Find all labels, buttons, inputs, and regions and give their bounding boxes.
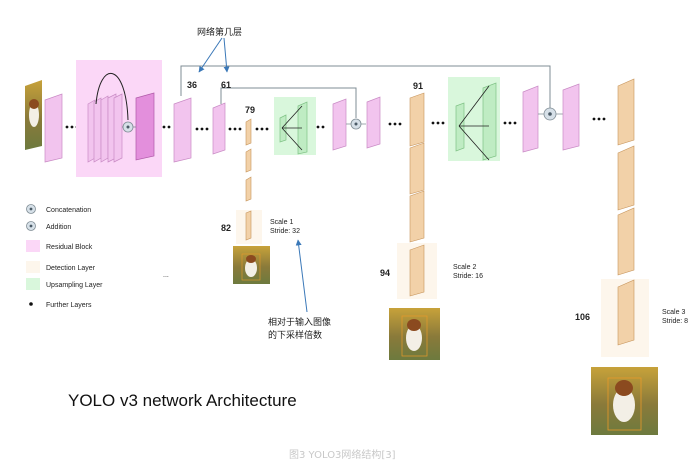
layer-num-91: 91 — [413, 81, 423, 91]
concatenation-icon — [350, 118, 362, 130]
further-dots — [316, 125, 325, 129]
addition-icon — [122, 121, 134, 133]
legend-addition: Addition — [46, 224, 71, 231]
concatenation-icon — [543, 107, 557, 121]
conv-layer — [44, 93, 63, 163]
bottom-note-line2: 的下采样倍数 — [268, 329, 322, 341]
legend-upsampling-swatch — [26, 278, 40, 290]
legend-concatenation: Concatenation — [46, 207, 91, 214]
legend-ellipsis: ... — [163, 272, 169, 279]
upsampling-layers — [279, 101, 308, 155]
conv-layer — [562, 83, 580, 151]
detection-layer-94 — [409, 244, 425, 297]
output-image-scale2 — [389, 308, 440, 360]
upsample-rays — [281, 105, 303, 151]
scale2-label: Scale 2 — [453, 264, 476, 271]
note-arrows-top — [198, 37, 230, 73]
conv-layer — [332, 98, 347, 151]
layer-36 — [173, 97, 192, 163]
detection-layer-82 — [245, 210, 252, 241]
further-dots — [388, 122, 402, 126]
further-dots — [228, 127, 242, 131]
top-note: 网络第几层 — [197, 26, 242, 38]
layer-num-94: 94 — [380, 268, 390, 278]
scale1-stride: Stride: 32 — [270, 228, 300, 235]
layer-num-106: 106 — [575, 312, 590, 322]
upsample-rays — [458, 85, 490, 161]
addition-icon — [26, 221, 36, 231]
conv-layer — [366, 96, 381, 149]
scale2-stride: Stride: 16 — [453, 273, 483, 280]
further-dots — [195, 127, 209, 131]
input-image — [25, 80, 42, 150]
output-image-scale3 — [591, 367, 658, 435]
figure-caption: 图3 YOLO3网络结构[3] — [289, 448, 396, 461]
diagram-title: YOLO v3 network Architecture — [68, 391, 297, 410]
residual-skip-arc — [95, 73, 129, 121]
scale1-branch — [245, 118, 252, 202]
conv-layer — [522, 85, 539, 153]
scale3-stride: Stride: 8 — [662, 318, 688, 325]
further-dots — [255, 127, 269, 131]
further-dots — [592, 117, 606, 121]
bottom-note-line1: 相对于输入图像 — [268, 316, 331, 328]
legend-residual: Residual Block — [46, 244, 93, 251]
legend-further-dot — [29, 302, 33, 306]
layer-num-36: 36 — [187, 80, 197, 90]
scale1-label: Scale 1 — [270, 219, 293, 226]
layer-num-79: 79 — [245, 105, 255, 115]
legend-detection: Detection Layer — [46, 265, 96, 272]
scale2-branch — [409, 92, 425, 243]
layer-num-82: 82 — [221, 223, 231, 233]
legend-further: Further Layers — [46, 302, 92, 309]
legend-upsampling: Upsampling Layer — [46, 282, 103, 289]
note-arrow-bottom — [295, 239, 308, 313]
skip-connections — [180, 65, 551, 118]
legend-residual-swatch — [26, 240, 40, 252]
detection-layer-106 — [617, 279, 635, 346]
further-dots — [162, 125, 171, 129]
output-image-scale1 — [233, 246, 270, 284]
residual-layers — [87, 92, 155, 163]
concatenation-icon — [26, 204, 36, 214]
layer-61 — [212, 102, 226, 155]
scale3-label: Scale 3 — [662, 309, 685, 316]
scale3-branch — [617, 78, 635, 276]
further-dots — [431, 121, 445, 125]
layer-num-61: 61 — [221, 80, 231, 90]
further-dots — [503, 121, 517, 125]
legend: Concatenation Addition Residual Block De… — [26, 204, 169, 309]
legend-detection-swatch — [26, 261, 40, 273]
